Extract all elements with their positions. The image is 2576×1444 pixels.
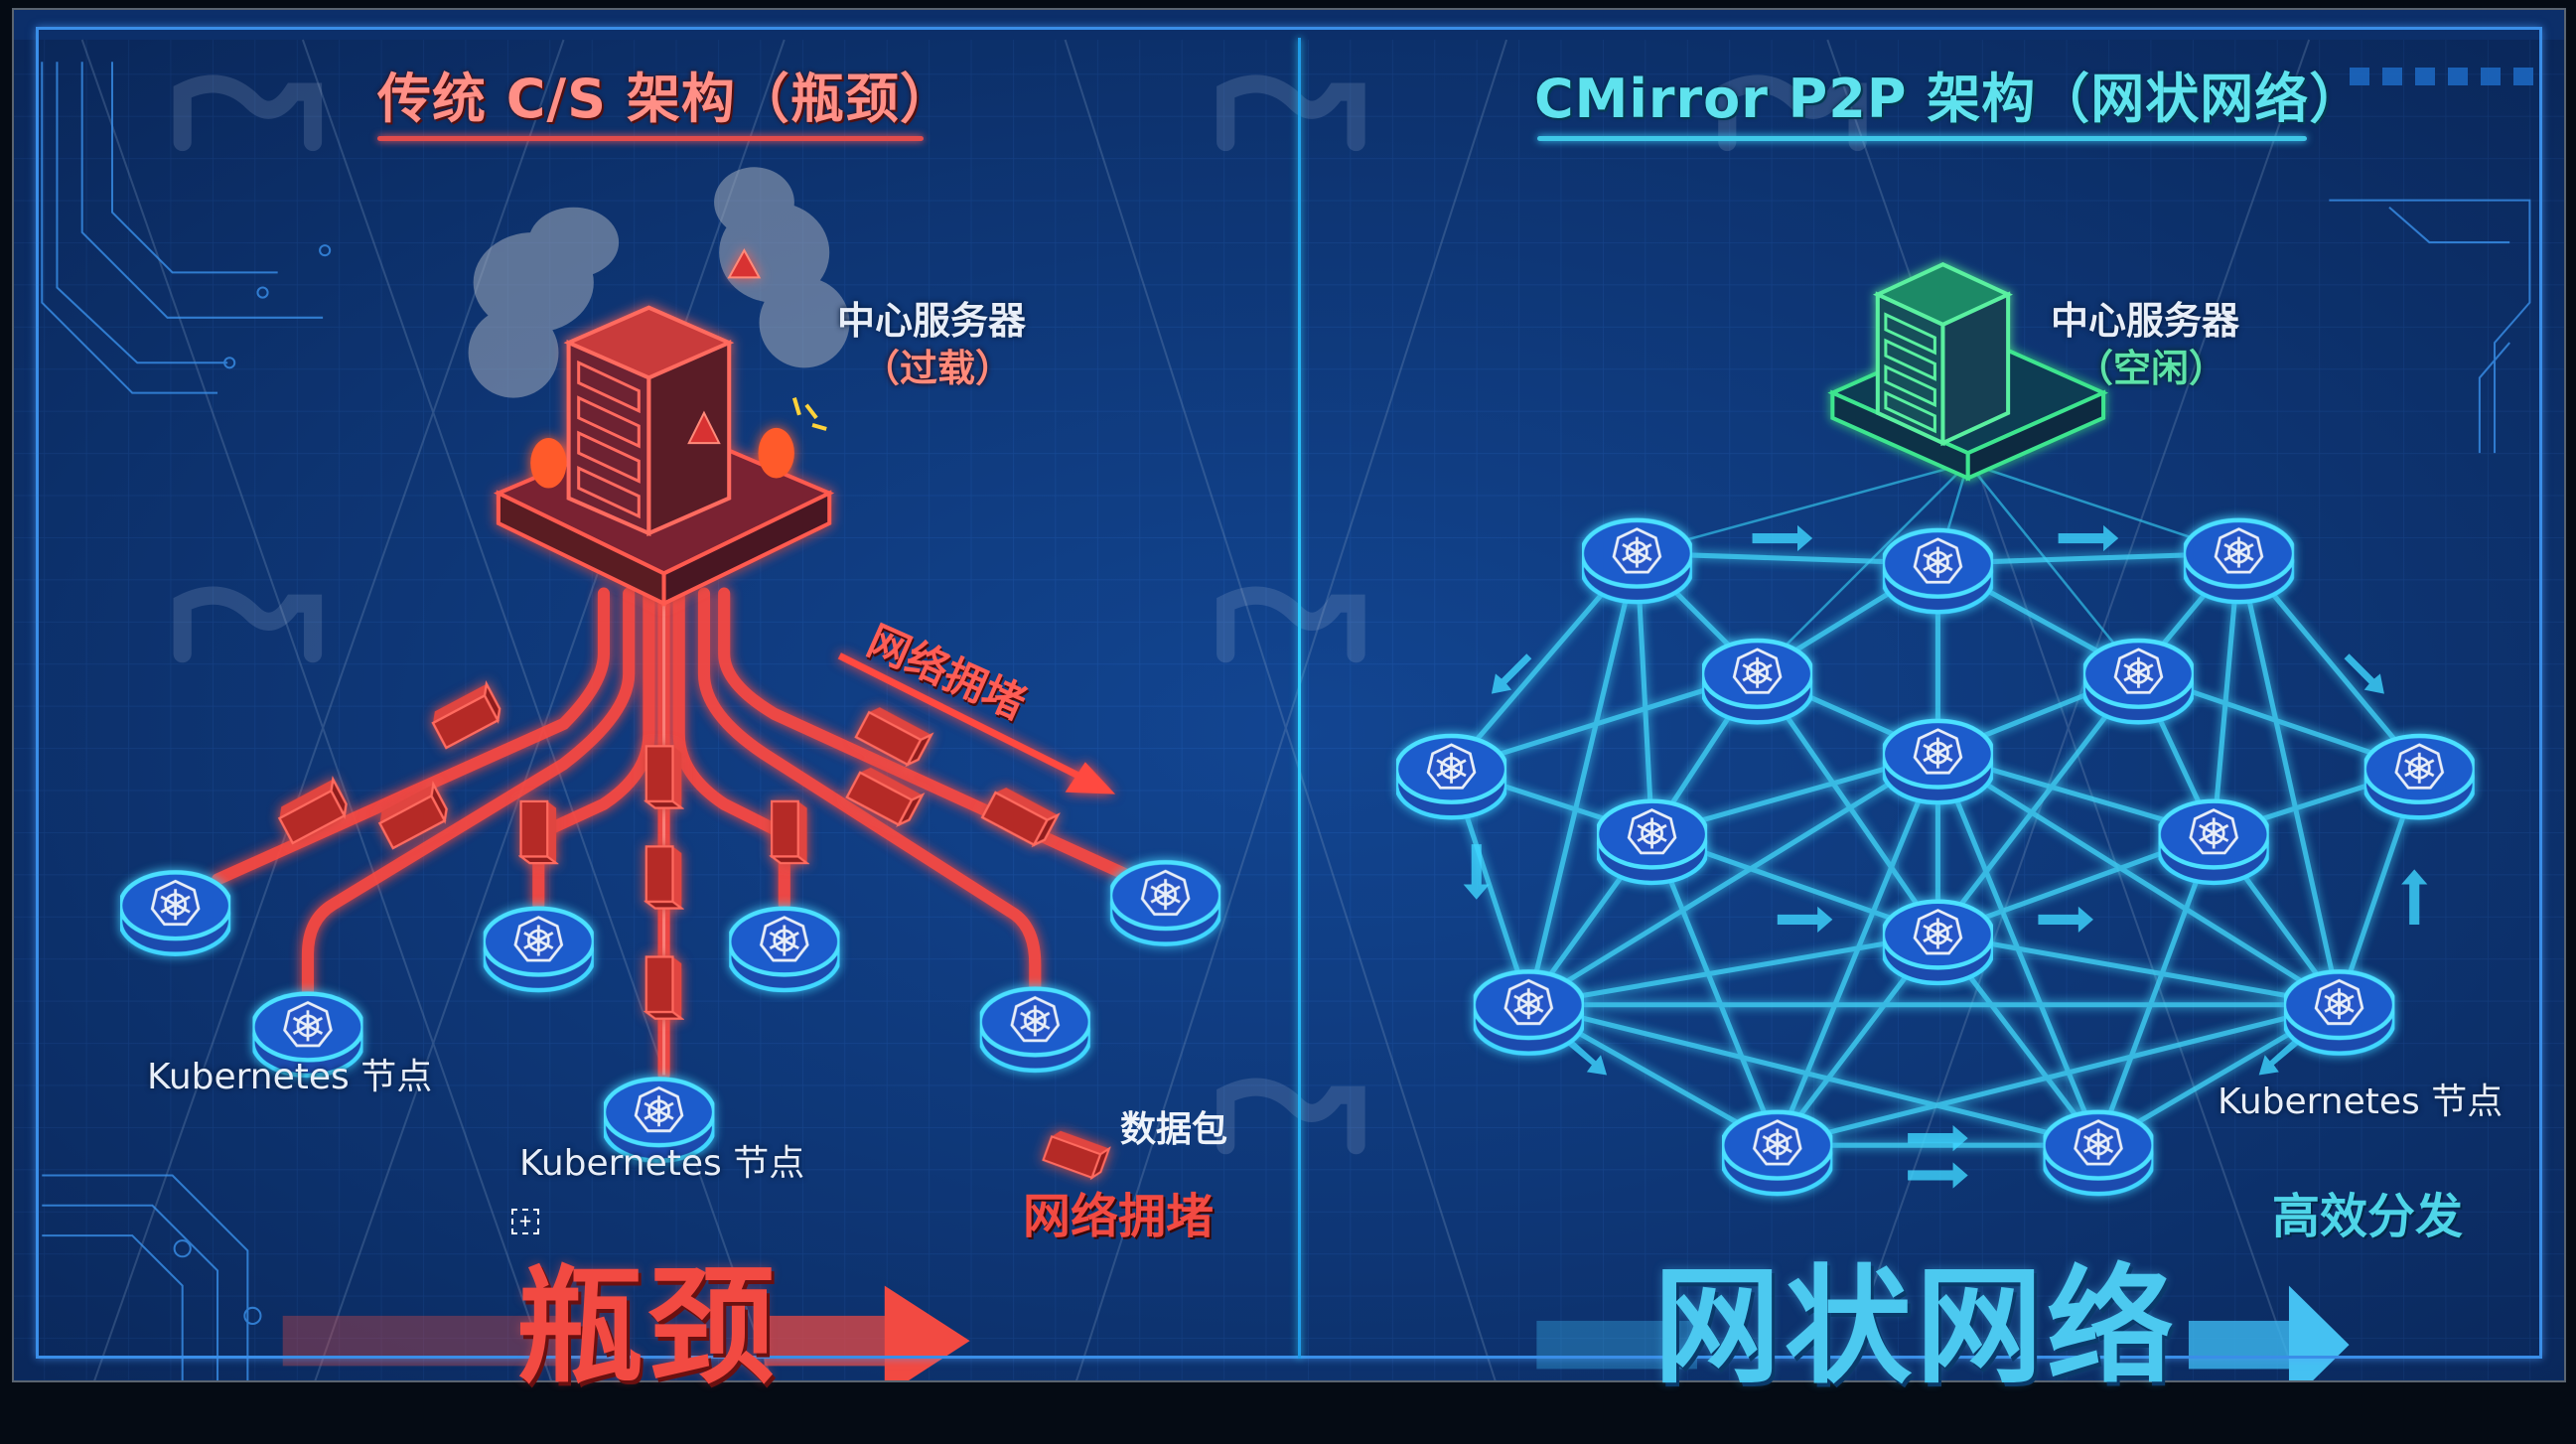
- left-server-status: （过载）: [862, 347, 1014, 390]
- smoke: [468, 167, 850, 398]
- bottleneck-banner: 瓶颈: [516, 1253, 780, 1401]
- left-node-label-2: Kubernetes 节点: [519, 1143, 805, 1184]
- left-title-underline: [377, 136, 924, 141]
- left-node-label-1: Kubernetes 节点: [147, 1057, 433, 1097]
- right-title-underline: [1537, 136, 2307, 141]
- inner-border: [36, 27, 2542, 1359]
- right-server-status: （空闲）: [2075, 347, 2227, 390]
- right-server-label: 中心服务器: [2051, 299, 2240, 343]
- diagram-frame: [12, 8, 2566, 1382]
- congestion-label: 网络拥堵: [1023, 1189, 1215, 1244]
- efficient-distribution-label: 高效分发: [2272, 1189, 2464, 1244]
- background-grid: [14, 39, 2564, 1380]
- packet-legend-label: 数据包: [1120, 1109, 1228, 1150]
- panel-divider: [1298, 38, 1301, 1359]
- add-marker-icon[interactable]: +: [511, 1209, 539, 1234]
- right-node-label: Kubernetes 节点: [2218, 1082, 2504, 1122]
- left-server-label: 中心服务器: [837, 299, 1027, 343]
- left-panel-title: 传统 C/S 架构（瓶颈）: [377, 68, 954, 130]
- decorative-dashes: [2350, 68, 2533, 85]
- right-panel-title: CMirror P2P 架构（网状网络）: [1534, 68, 2364, 130]
- mesh-network-banner: 网状网络: [1653, 1253, 2179, 1401]
